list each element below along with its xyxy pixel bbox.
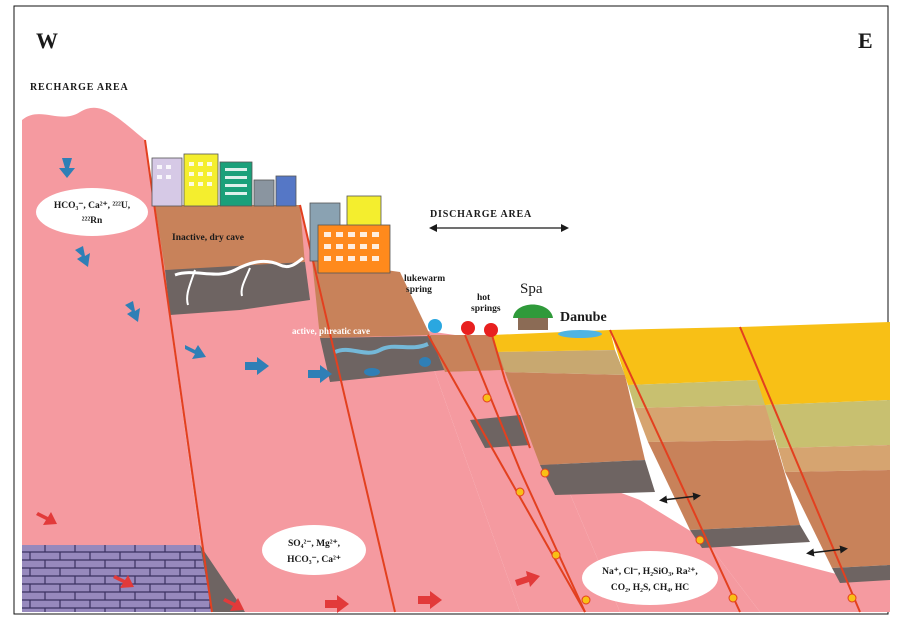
recharge-chemistry-bubble <box>36 188 148 236</box>
east-label: E <box>858 28 873 53</box>
limestone-block-6 <box>705 540 890 612</box>
sediment-tan <box>498 350 625 375</box>
mixed-chemistry-line-2: HCO₃⁻, Ca²⁺ <box>287 555 341 565</box>
hot-spring-icon <box>461 321 475 335</box>
mixed-chemistry-line-1: SO₄²⁻, Mg²⁺, <box>288 539 341 549</box>
hot-springs-label-2: springs <box>471 304 501 314</box>
fault-movement-arrow <box>659 492 701 504</box>
recharge-chemistry-line-2: ²²²Rn <box>82 216 103 226</box>
fault-lines <box>144 139 861 613</box>
sediment-yellow <box>610 327 758 385</box>
danube-label: Danube <box>560 310 607 325</box>
cave-water-pocket <box>419 357 431 367</box>
upflow-arrows <box>482 393 857 605</box>
active-cave-block <box>312 260 430 338</box>
sediment-dark <box>690 525 810 548</box>
fault-movement-arrow <box>806 545 848 557</box>
layer-pink <box>445 370 520 420</box>
phreatic-cave-passage <box>334 342 429 355</box>
active-cave-label: active, phreatic cave <box>292 326 370 336</box>
layer-brown <box>430 335 505 372</box>
danube-river-icon <box>558 330 602 338</box>
sediment-tan <box>778 445 890 472</box>
lukewarm-spring-label-2: spring <box>406 285 432 295</box>
sediment-brown <box>648 440 800 530</box>
inactive-cave-dark <box>165 262 310 315</box>
hot-springs-label-1: hot <box>477 293 491 303</box>
dry-cave-passage <box>174 256 304 277</box>
deep-flow-arrows <box>36 512 540 613</box>
inactive-cave-label: Inactive, dry cave <box>172 233 244 243</box>
sediment-dark <box>540 460 655 495</box>
sediment-olive <box>765 400 890 448</box>
recharge-area-label: RECHARGE AREA <box>30 82 128 93</box>
recharge-chemistry-line-1: HCO₃⁻, Ca²⁺, ²²²U, <box>54 201 131 211</box>
hot-spring-icon <box>484 323 498 337</box>
deep-chemistry-line-2: CO₂, H₂S, CH₄, HC <box>611 583 689 593</box>
sediment-tan <box>635 405 775 442</box>
spa-label: Spa <box>520 281 543 297</box>
recharge-flow-arrows <box>59 158 332 383</box>
layer-dark <box>470 415 530 448</box>
dry-cave-branch <box>186 267 251 306</box>
west-label: W <box>36 28 58 53</box>
basement-dark <box>200 545 245 612</box>
deep-chemistry-bubble <box>582 551 718 605</box>
inactive-cave-block <box>155 205 305 270</box>
spa-icon <box>513 304 553 330</box>
cave-water-pocket <box>364 368 380 376</box>
lukewarm-spring-label-1: lukewarm <box>404 274 445 284</box>
mixed-chemistry-bubble <box>262 525 366 575</box>
lukewarm-spring-icon <box>428 319 442 333</box>
discharge-area-label: DISCHARGE AREA <box>430 209 532 220</box>
sediment-olive <box>628 380 766 408</box>
city-buildings <box>151 153 391 274</box>
sediment-brown <box>505 372 645 465</box>
deep-chemistry-line-1: Na⁺, Cl⁻, H₂SiO₃, Ra²⁺, <box>602 567 698 577</box>
sediment-yellow <box>740 322 890 405</box>
